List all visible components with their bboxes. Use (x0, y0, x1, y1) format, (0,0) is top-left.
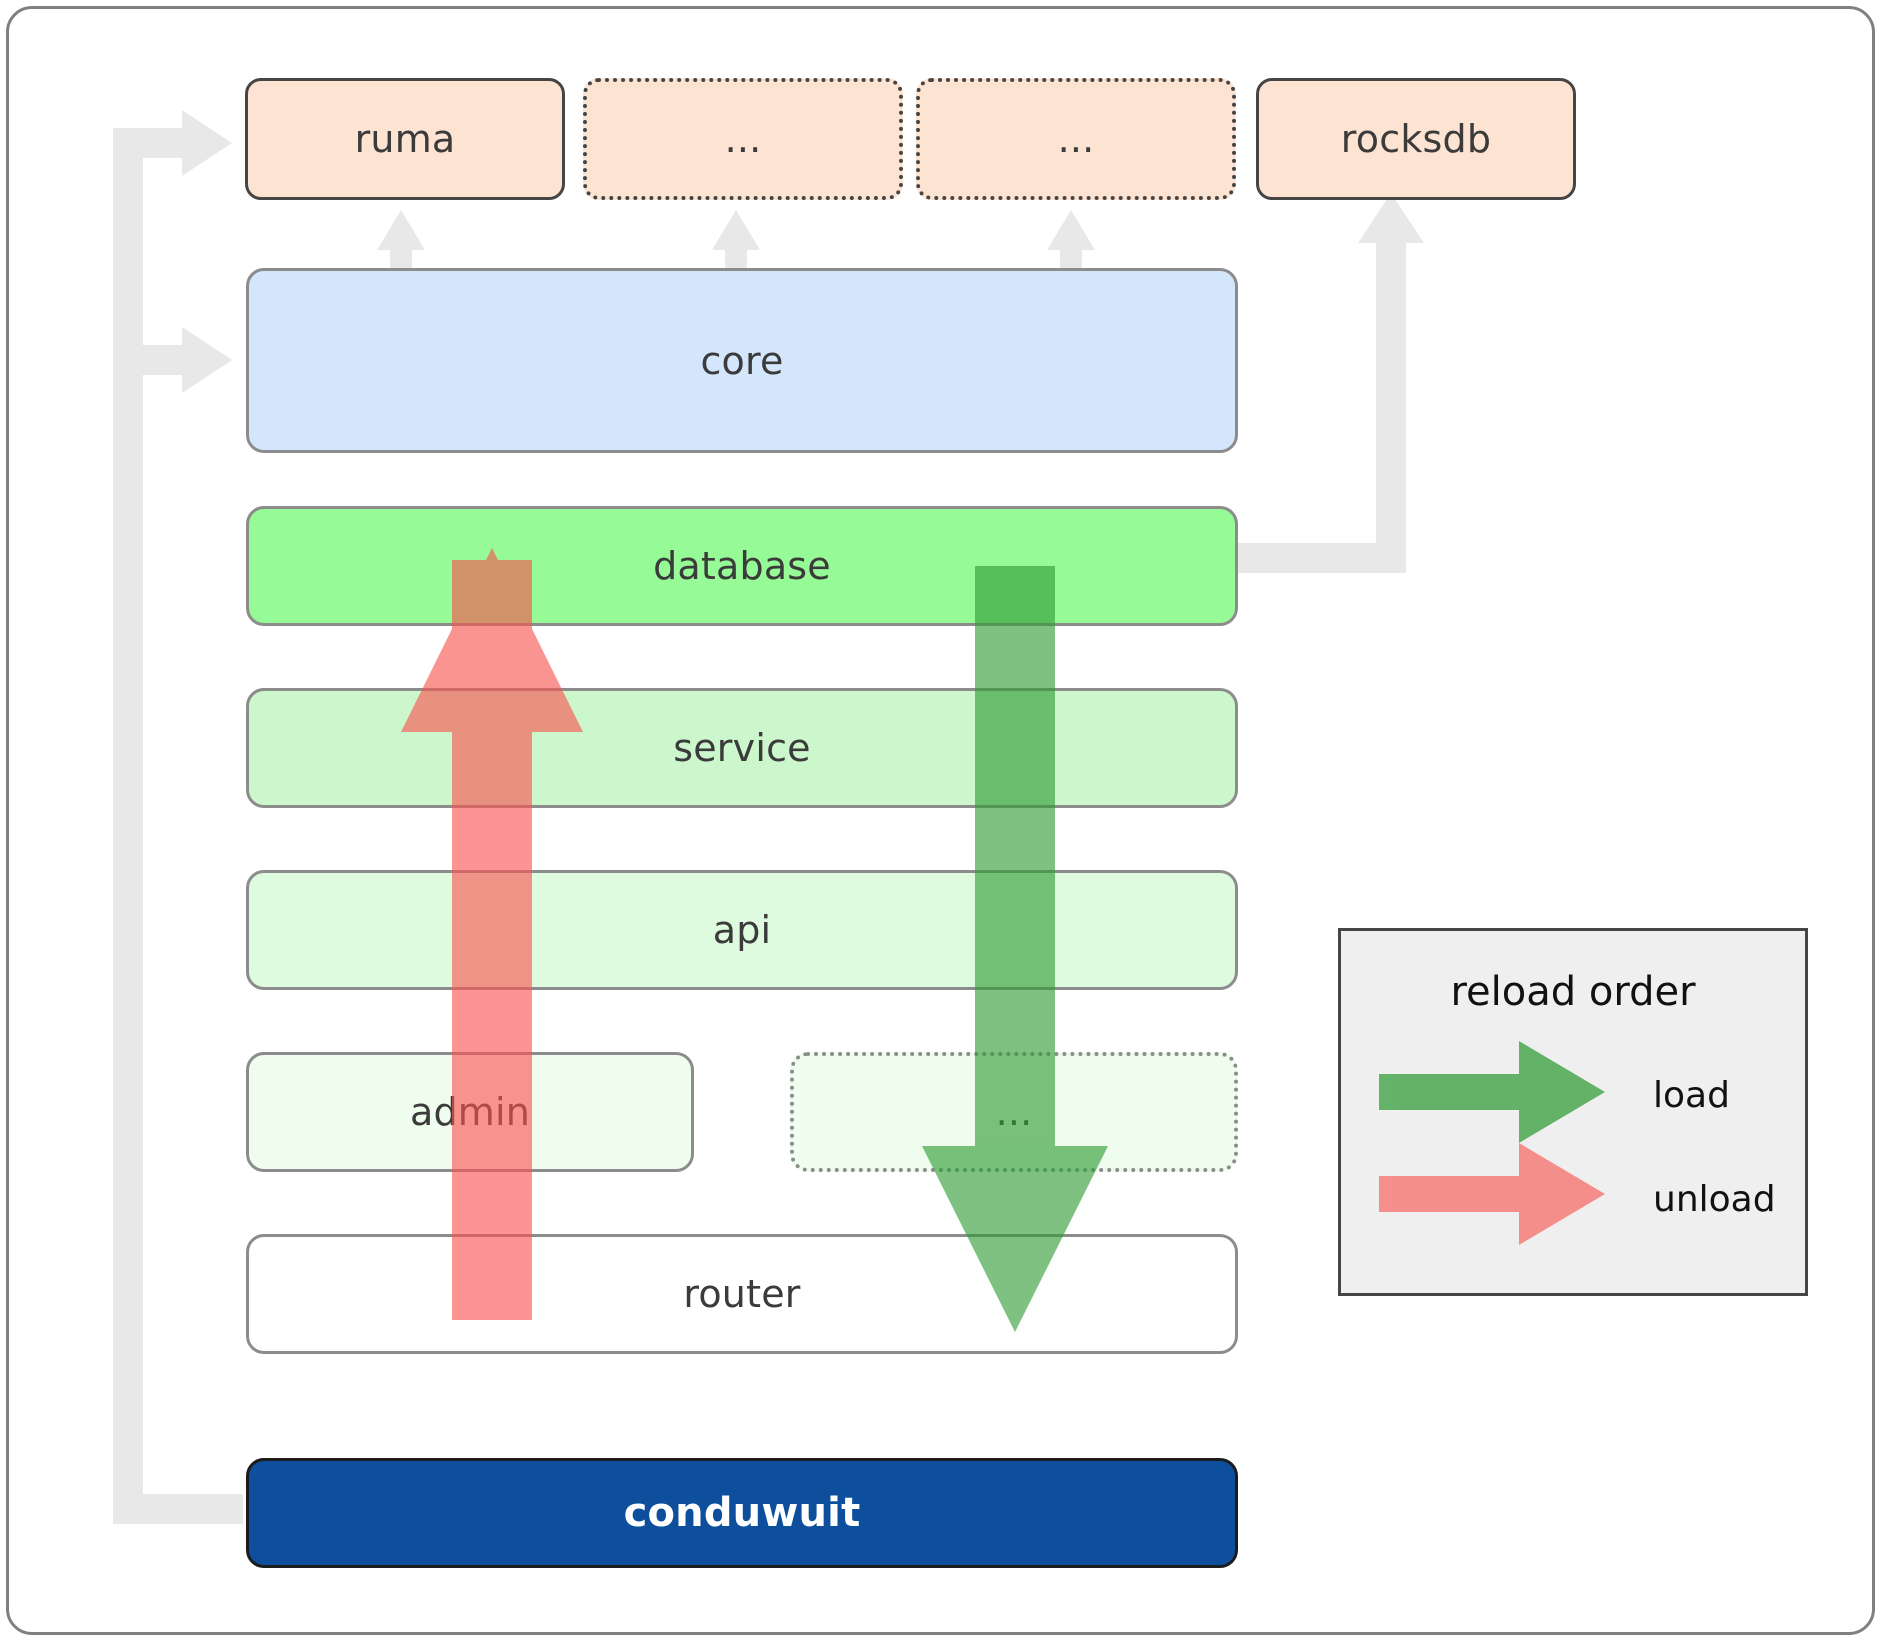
layer-api-label: api (712, 908, 772, 952)
dependency-edge-conduwuit (113, 1494, 243, 1524)
dependency-trunk-vertical (113, 128, 143, 1524)
legend-arrow-icons (1379, 1041, 1605, 1245)
layer-admin-label: admin (409, 1090, 531, 1134)
legend-unload-arrow-icon (1379, 1143, 1605, 1245)
crate-placeholder-1[interactable]: ... (583, 78, 903, 200)
layer-database[interactable]: database (246, 506, 1238, 626)
dependency-arrowhead-rocksdb (1358, 193, 1424, 243)
crate-placeholder-1-label: ... (724, 117, 762, 161)
dependency-arrowhead-core (182, 327, 232, 393)
crate-placeholder-2[interactable]: ... (916, 78, 1236, 200)
dependency-arrowhead-crate-ruma (377, 210, 425, 250)
dependency-arrowhead-crate-dots2 (1047, 210, 1095, 250)
legend-load-arrow-icon (1379, 1041, 1605, 1143)
layer-core-label: core (700, 338, 784, 383)
layer-router-label: router (683, 1272, 801, 1316)
legend-label-unload: unload (1653, 1179, 1776, 1220)
dependency-arrowhead-ruma (182, 110, 232, 176)
layer-admin[interactable]: admin (246, 1052, 694, 1172)
crate-rocksdb-label: rocksdb (1340, 117, 1492, 161)
binary-conduwuit-label: conduwuit (623, 1490, 861, 1536)
legend-label-load: load (1653, 1075, 1730, 1116)
crate-rocksdb[interactable]: rocksdb (1256, 78, 1576, 200)
layer-placeholder-label: ... (995, 1090, 1033, 1134)
layer-placeholder[interactable]: ... (790, 1052, 1238, 1172)
crate-ruma[interactable]: ruma (245, 78, 565, 200)
layer-service-label: service (673, 726, 811, 770)
crate-placeholder-2-label: ... (1057, 117, 1095, 161)
crate-ruma-label: ruma (354, 117, 456, 161)
layer-api[interactable]: api (246, 870, 1238, 990)
layer-core[interactable]: core (246, 268, 1238, 453)
layer-service[interactable]: service (246, 688, 1238, 808)
binary-conduwuit[interactable]: conduwuit (246, 1458, 1238, 1568)
legend-title: reload order (1450, 969, 1696, 1015)
layer-router[interactable]: router (246, 1234, 1238, 1354)
dependency-arrowhead-crate-dots1 (712, 210, 760, 250)
legend-reload-order: reload order load unload (1338, 928, 1808, 1296)
layer-database-label: database (653, 544, 831, 588)
